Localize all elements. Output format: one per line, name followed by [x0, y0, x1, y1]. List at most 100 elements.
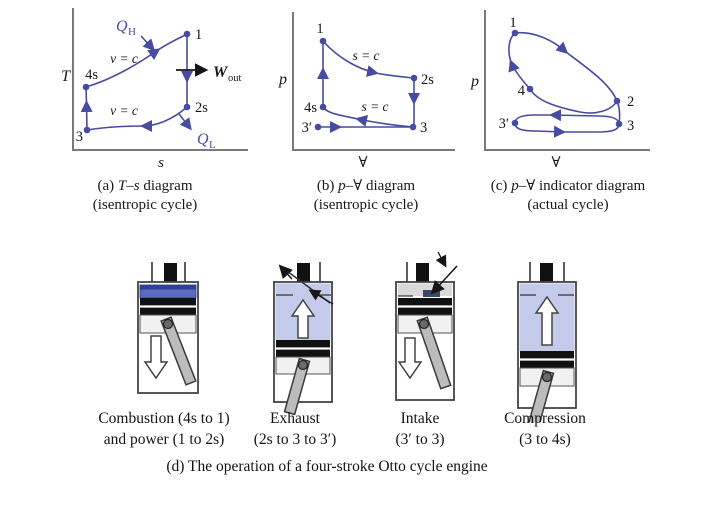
piston-compression	[517, 262, 577, 422]
connecting-rod	[418, 318, 450, 388]
stage-label-compression: Compression (3 to 4s)	[504, 410, 586, 448]
motion-arrow-down	[143, 335, 169, 380]
x-axis-label: s	[158, 155, 164, 171]
point-label-3prime: 3′	[302, 120, 312, 136]
point-label-2: 2	[627, 94, 634, 110]
point-label-4s: 4s	[304, 100, 317, 116]
spark-plug	[540, 263, 553, 287]
spark-plug	[416, 263, 429, 287]
state-dot-1	[511, 29, 519, 37]
state-dot-3prime	[511, 119, 519, 127]
connecting-rod	[529, 371, 553, 422]
piston-schematics	[137, 251, 577, 422]
cycle-diagrams: T s 1 2s 4s 3 v = c v = c Q H Q L W out	[61, 8, 650, 171]
motion-arrow-down	[397, 337, 423, 380]
caption-a: (a) T–s diagram (isentropic cycle)	[45, 177, 245, 215]
pv-diagram: p ∀ 1 2s 4s 3′ 3 s = c s = c	[278, 12, 455, 171]
point-label-1: 1	[316, 21, 323, 37]
state-dot-1	[183, 30, 191, 38]
exhaust-flow-arrow-in	[308, 289, 334, 305]
point-label-3: 3	[627, 118, 634, 134]
exhaust-flow-arrow-out	[278, 264, 293, 280]
state-dot-3	[409, 123, 417, 131]
state-dot-2s	[410, 74, 418, 82]
stage-label-exhaust: Exhaust (2s to 3 to 3′)	[253, 410, 337, 448]
heating-curve	[85, 48, 161, 88]
loop-lower-edge	[529, 88, 618, 114]
point-label-3: 3	[76, 129, 83, 145]
state-dot-2	[613, 97, 621, 105]
caption-b-line1: (b) p–∀ diagram	[316, 178, 416, 194]
actual-combustion	[508, 59, 531, 90]
vc-label-bottom: v = c	[110, 103, 138, 118]
state-dot-3prime	[314, 123, 322, 131]
exhaust-stroke-curve	[549, 109, 620, 125]
spark-plug	[164, 263, 177, 287]
y-axis-label: p	[278, 71, 287, 88]
isentrope-top-end	[375, 72, 415, 79]
caption-a-line2: (isentropic cycle)	[92, 197, 198, 213]
valve-stems	[151, 262, 186, 282]
point-label-4s: 4s	[85, 67, 98, 83]
intake-stroke-curve	[514, 122, 566, 138]
state-dot-3	[83, 126, 91, 134]
ts-diagram: T s 1 2s 4s 3 v = c v = c Q H Q L W out	[61, 8, 248, 171]
heating-curve-end	[157, 33, 188, 51]
pv-axes	[292, 12, 455, 151]
y-axis-label: T	[61, 68, 71, 85]
state-dot-1	[319, 37, 327, 45]
connecting-rod	[285, 359, 309, 414]
qh-label: Q	[116, 18, 128, 35]
heat-out-arrow	[178, 113, 192, 131]
actual-combustion-end	[508, 32, 516, 63]
ql-sub: L	[209, 139, 216, 151]
state-dot-4s	[82, 83, 90, 91]
wout-label: W	[213, 64, 229, 81]
sc-label-top: s = c	[352, 48, 379, 63]
x-axis-label: ∀	[358, 155, 367, 171]
wout-sub: out	[228, 73, 242, 84]
piston-exhaust	[273, 262, 334, 416]
y-axis-label: p	[470, 73, 479, 90]
point-label-4: 4	[518, 83, 526, 99]
stage-label-combustion: Combustion (4s to 1) and power (1 to 2s)	[98, 410, 230, 448]
point-label-3prime: 3′	[499, 116, 509, 132]
motion-arrow-up	[290, 298, 316, 339]
intake-flow-arrow-in	[430, 265, 458, 295]
isentrope-top	[322, 40, 379, 77]
vc-label-top: v = c	[110, 51, 138, 66]
state-dot-3	[615, 120, 623, 128]
caption-c-line2: (actual cycle)	[527, 197, 609, 213]
ql-label: Q	[197, 131, 209, 148]
connecting-rod	[162, 318, 195, 384]
intake-stroke-end	[563, 123, 620, 133]
heat-in-arrow	[140, 35, 156, 52]
point-label-1: 1	[195, 27, 202, 43]
combustion-gas-dark	[140, 285, 196, 290]
compression-line-end	[85, 87, 88, 104]
point-label-2s: 2s	[421, 72, 434, 88]
wrist-pin	[418, 318, 430, 330]
cooling-curve	[140, 106, 188, 132]
wrist-pin	[541, 371, 553, 383]
caption-c-line1: (c) p–∀ indicator diagram	[490, 178, 646, 194]
state-dot-4s	[319, 103, 327, 111]
point-label-2s: 2s	[195, 100, 208, 116]
stage-label-intake: Intake (3′ to 3)	[395, 410, 445, 448]
cooling-curve-end	[86, 125, 144, 131]
caption-b: (b) p–∀ diagram (isentropic cycle)	[266, 177, 466, 215]
compression-line	[80, 100, 93, 131]
valve-stems	[529, 262, 565, 282]
caption-c: (c) p–∀ indicator diagram (actual cycle)	[462, 177, 674, 215]
point-label-1: 1	[509, 15, 516, 31]
piston-combustion	[137, 262, 199, 394]
sc-label-bottom: s = c	[361, 99, 388, 114]
indicator-axes	[484, 10, 650, 151]
isentrope-bottom-end	[322, 106, 359, 120]
wrist-pin	[297, 359, 309, 371]
point-label-3: 3	[420, 120, 427, 136]
caption-b-line2: (isentropic cycle)	[313, 197, 419, 213]
wrist-pin	[162, 318, 174, 330]
caption-d: (d) The operation of a four-stroke Otto …	[166, 458, 488, 475]
